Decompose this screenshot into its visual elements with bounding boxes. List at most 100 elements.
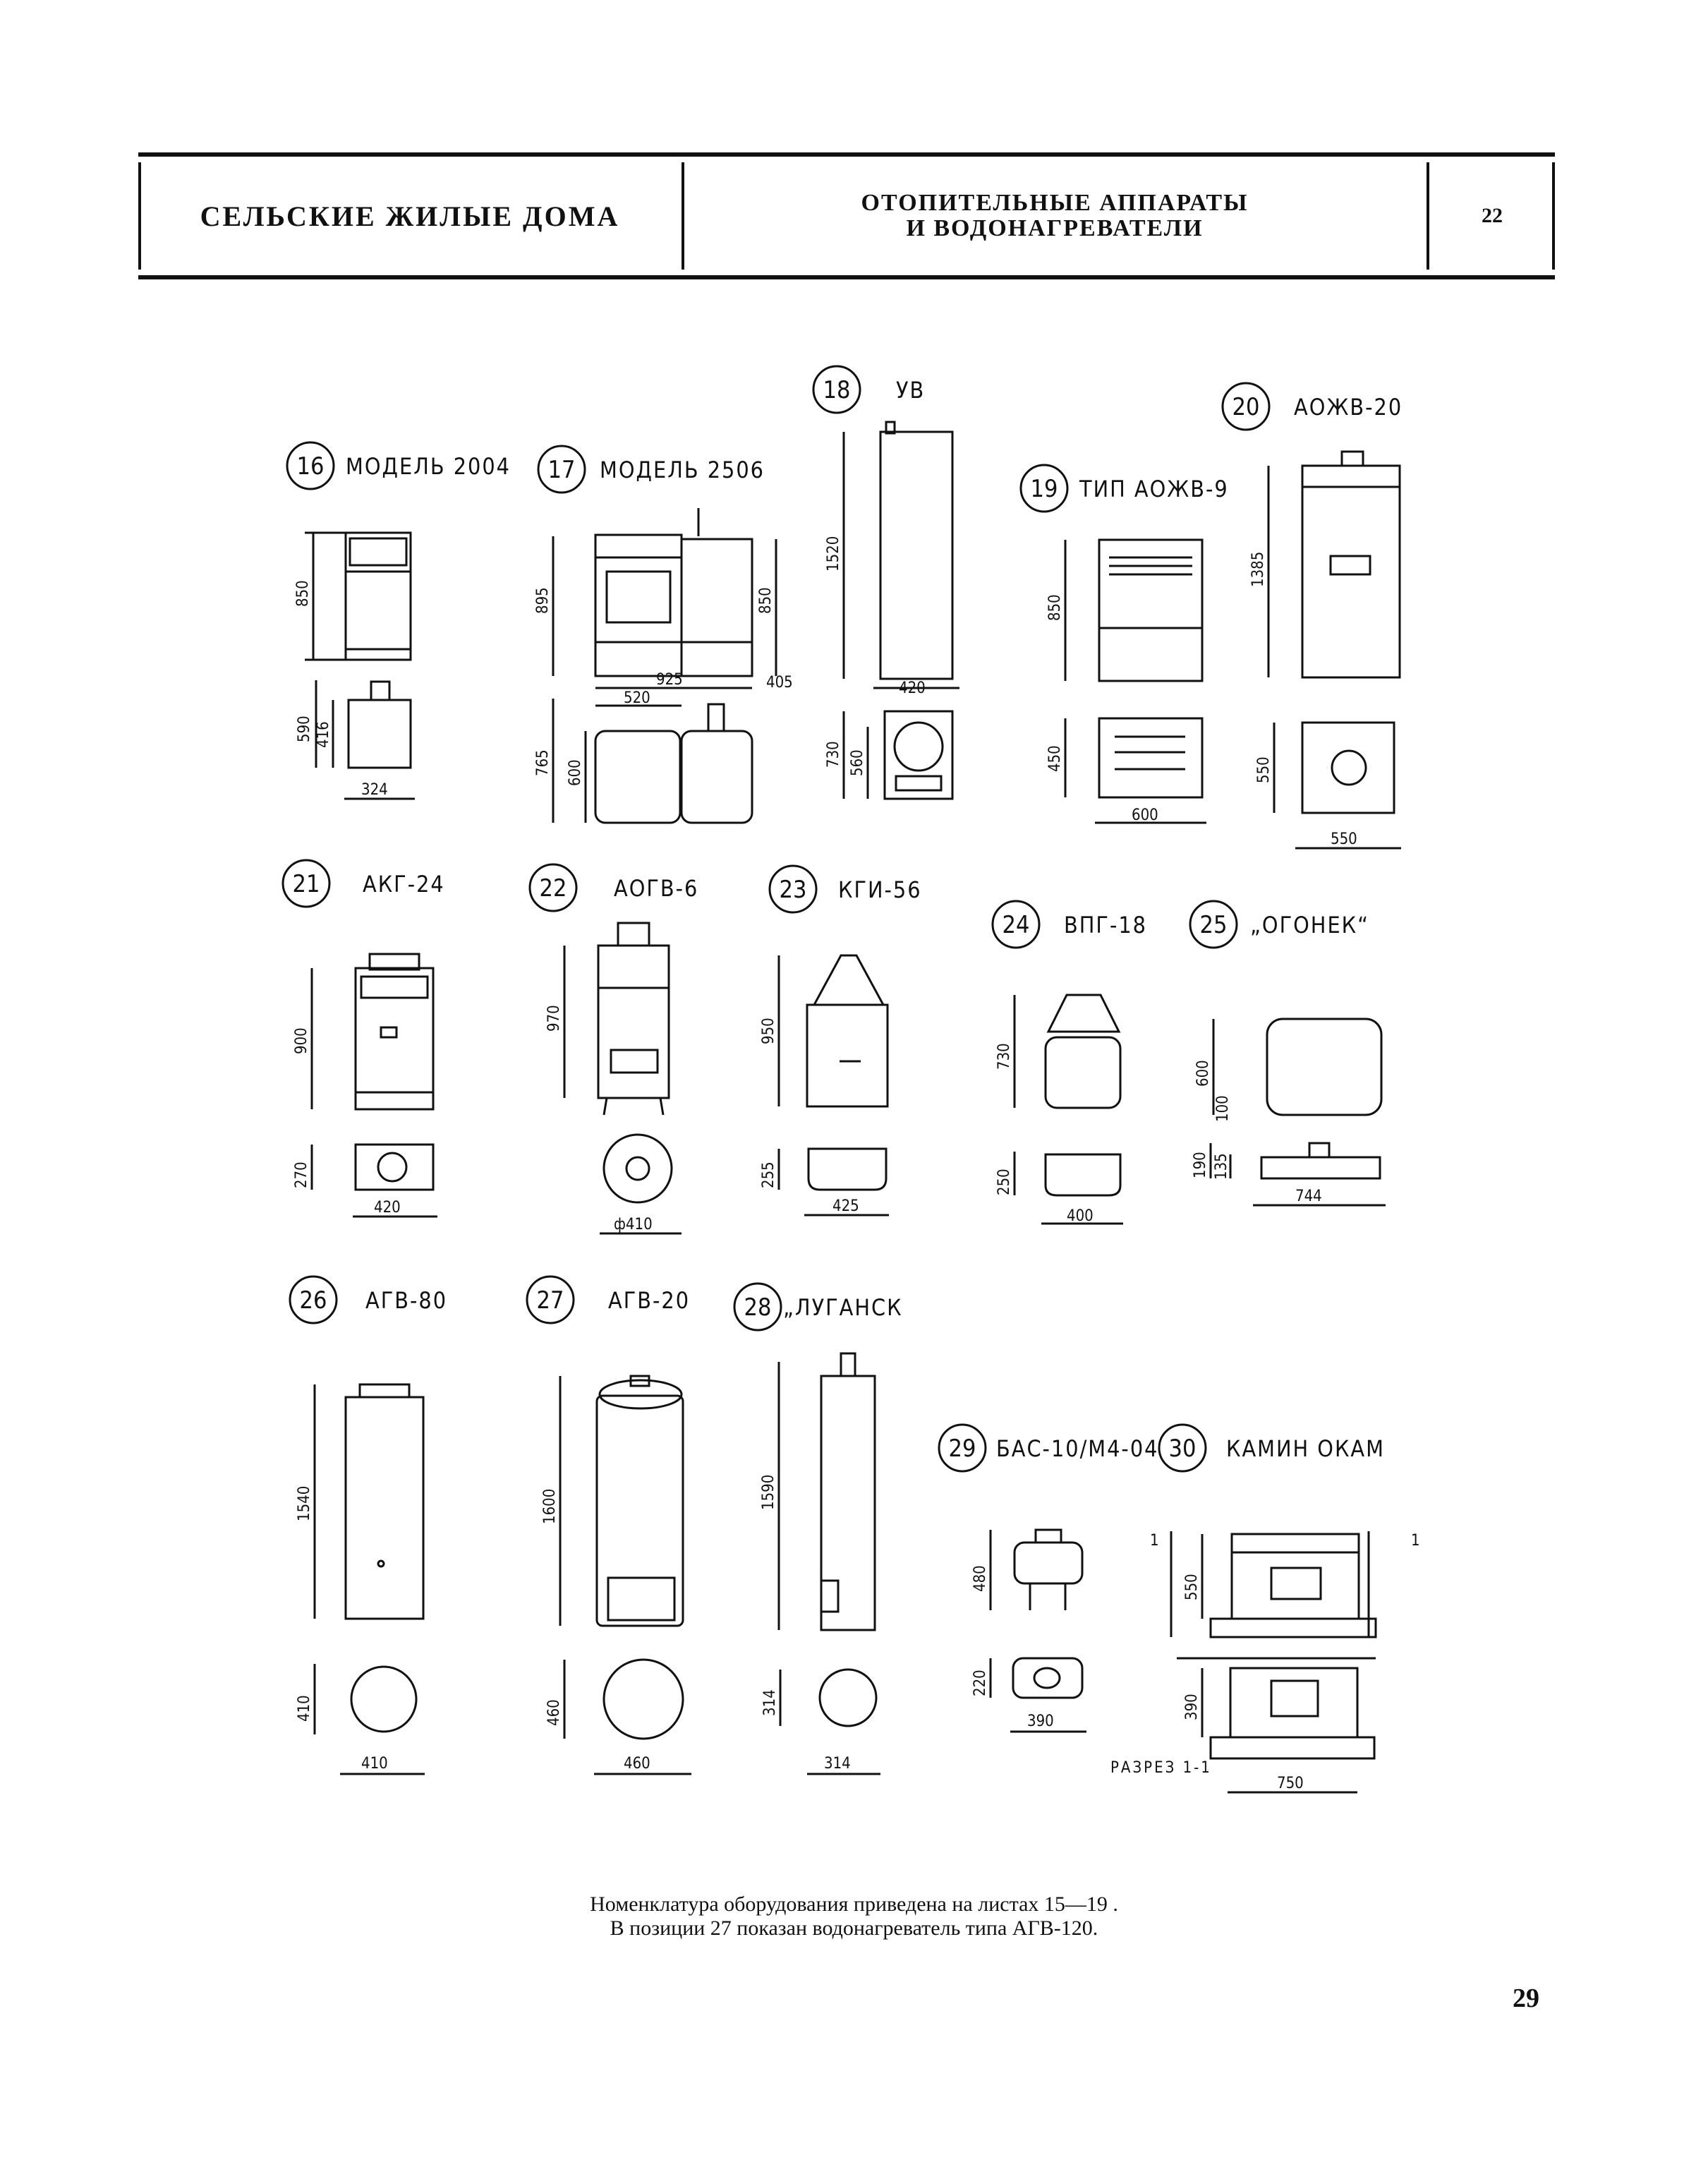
item-17-number: 17 <box>548 456 576 484</box>
dim-19-height: 850 <box>1046 594 1064 621</box>
item-28-name: „ЛУГАНСК <box>783 1294 903 1321</box>
item-21-name: АКГ-24 <box>363 871 445 898</box>
dim-24-depth: 250 <box>995 1169 1013 1195</box>
dim-29-width: 390 <box>1027 1713 1054 1730</box>
footnote-line2: В позиции 27 показан водонагреватель тип… <box>610 1917 1098 1940</box>
item-28-number: 28 <box>744 1293 772 1322</box>
header-rule-left <box>138 162 141 270</box>
dim-27-height: 1600 <box>541 1489 559 1524</box>
dim-23-height: 950 <box>760 1018 777 1044</box>
item-27-number: 27 <box>537 1286 564 1315</box>
dim-29-depth: 220 <box>971 1670 989 1696</box>
item-28: 28 „ЛУГАНСК 1590 314 314 <box>733 1282 903 1775</box>
dim-17-width3: 405 <box>766 674 793 692</box>
dim-26-height: 1540 <box>296 1486 313 1521</box>
dim-28-depth: 314 <box>761 1689 779 1716</box>
dim-20-height: 1385 <box>1249 552 1267 587</box>
dim-25-height2: 100 <box>1214 1095 1232 1122</box>
item-26-number: 26 <box>300 1286 327 1315</box>
item-30-name: КАМИН ОКАМ <box>1226 1435 1385 1462</box>
item-19-number: 19 <box>1031 475 1058 503</box>
page-number: 29 <box>1513 1984 1539 2013</box>
header-rule-right <box>1552 162 1555 270</box>
dim-18-depth2: 560 <box>849 749 866 776</box>
dim-17-width2: 520 <box>624 689 650 707</box>
item-24: 24 ВПГ-18 730 250 400 <box>991 900 1147 1225</box>
footnote-line1: Номенклатура оборудования приведена на л… <box>590 1893 1118 1916</box>
item-30-number: 30 <box>1169 1435 1197 1463</box>
dim-20-width: 550 <box>1331 831 1357 848</box>
dim-18-depth1: 730 <box>825 741 842 768</box>
item-23-name: КГИ-56 <box>838 876 922 903</box>
dim-22-height: 970 <box>545 1005 563 1032</box>
item-17-name: МОДЕЛЬ 2506 <box>600 457 765 483</box>
item-29-name: БАС-10/М4-04 <box>996 1435 1158 1462</box>
item-23: 23 КГИ-56 950 255 425 <box>760 864 922 1217</box>
item-21: 21 АКГ-24 900 270 420 <box>281 859 445 1218</box>
footnote: Номенклатура оборудования приведена на л… <box>0 1893 1708 1940</box>
item-16: 16 МОДЕЛЬ 2004 850 590 416 324 <box>286 441 511 800</box>
dim-30-width: 750 <box>1277 1775 1304 1792</box>
item-20-number: 20 <box>1232 393 1260 421</box>
item-19: 19 ТИП АОЖВ-9 850 450 600 <box>1019 464 1229 824</box>
dim-17-height1: 895 <box>534 587 552 614</box>
item-26: 26 АГВ-80 1540 410 410 <box>289 1275 447 1775</box>
dim-25-height1: 600 <box>1194 1060 1212 1087</box>
dim-17-height2: 850 <box>757 587 775 614</box>
dim-25-depth1: 190 <box>1192 1152 1209 1178</box>
dim-27-width: 460 <box>624 1755 650 1773</box>
header-divider-2 <box>1427 162 1429 270</box>
dim-21-height: 900 <box>293 1027 310 1054</box>
dim-20-depth: 550 <box>1255 756 1273 783</box>
dim-22-width: ф410 <box>614 1216 653 1233</box>
dim-24-width: 400 <box>1067 1207 1094 1225</box>
dim-27-depth: 460 <box>545 1699 563 1726</box>
dim-30-height: 550 <box>1183 1574 1201 1600</box>
item-22-number: 22 <box>540 874 567 903</box>
item-25-number: 25 <box>1200 911 1228 939</box>
header-title-left: СЕЛЬСКИЕ ЖИЛЫЕ ДОМА <box>200 200 620 232</box>
item-18: 18 УВ 1520 420 730 560 <box>812 365 959 800</box>
dim-29-height: 480 <box>971 1565 989 1592</box>
dim-25-depth2: 135 <box>1213 1153 1230 1180</box>
dim-16-depth2: 416 <box>315 721 332 748</box>
item-24-name: ВПГ-18 <box>1064 912 1147 938</box>
dim-17-depth1: 765 <box>534 749 552 776</box>
item-18-name: УВ <box>896 377 925 404</box>
item-25: 25 „ОГОНЕК“ 600 100 190 135 744 <box>1189 900 1386 1207</box>
dim-18-height: 1520 <box>825 536 842 572</box>
item-24-number: 24 <box>1003 911 1030 939</box>
item-18-number: 18 <box>823 376 851 404</box>
cut-mark-left: 1 <box>1150 1532 1159 1550</box>
dim-18-width: 420 <box>899 680 926 697</box>
item-22-name: АОГВ-6 <box>614 875 698 902</box>
dim-25-width: 744 <box>1295 1188 1322 1205</box>
item-26-name: АГВ-80 <box>365 1287 447 1314</box>
item-20-name: АОЖВ-20 <box>1294 394 1403 421</box>
cut-mark-right: 1 <box>1411 1532 1420 1550</box>
dim-19-depth: 450 <box>1046 745 1064 772</box>
item-30: 30 КАМИН ОКАМ 550 1 1 390 РАЗРЕЗ 1-1 750 <box>1110 1423 1420 1794</box>
header-box: СЕЛЬСКИЕ ЖИЛЫЕ ДОМА ОТОПИТЕЛЬНЫЕ АППАРАТ… <box>138 152 1555 279</box>
header-sheet-number: 22 <box>1482 204 1503 227</box>
header-divider-1 <box>682 162 684 270</box>
item-16-name: МОДЕЛЬ 2004 <box>346 453 511 480</box>
dim-21-depth: 270 <box>293 1161 310 1188</box>
header-title-mid: ОТОПИТЕЛЬНЫЕ АППАРАТЫ И ВОДОНАГРЕВАТЕЛИ <box>684 157 1425 275</box>
dim-26-depth: 410 <box>296 1695 313 1722</box>
section-label: РАЗРЕЗ 1-1 <box>1110 1759 1212 1777</box>
item-16-number: 16 <box>297 452 325 481</box>
dim-19-width: 600 <box>1132 807 1158 824</box>
dim-26-width: 410 <box>361 1755 388 1773</box>
dim-16-width: 324 <box>361 781 388 799</box>
dim-24-height: 730 <box>995 1043 1013 1070</box>
item-21-number: 21 <box>293 870 320 898</box>
dim-17-depth2: 600 <box>567 759 584 786</box>
dim-30-depth: 390 <box>1183 1694 1201 1720</box>
dim-28-width: 314 <box>824 1755 851 1773</box>
item-27-name: АГВ-20 <box>608 1287 690 1314</box>
item-19-name: ТИП АОЖВ-9 <box>1079 476 1229 502</box>
item-20: 20 АОЖВ-20 1385 550 550 <box>1221 382 1403 850</box>
dim-16-height: 850 <box>294 580 312 607</box>
dim-23-depth: 255 <box>760 1161 777 1188</box>
